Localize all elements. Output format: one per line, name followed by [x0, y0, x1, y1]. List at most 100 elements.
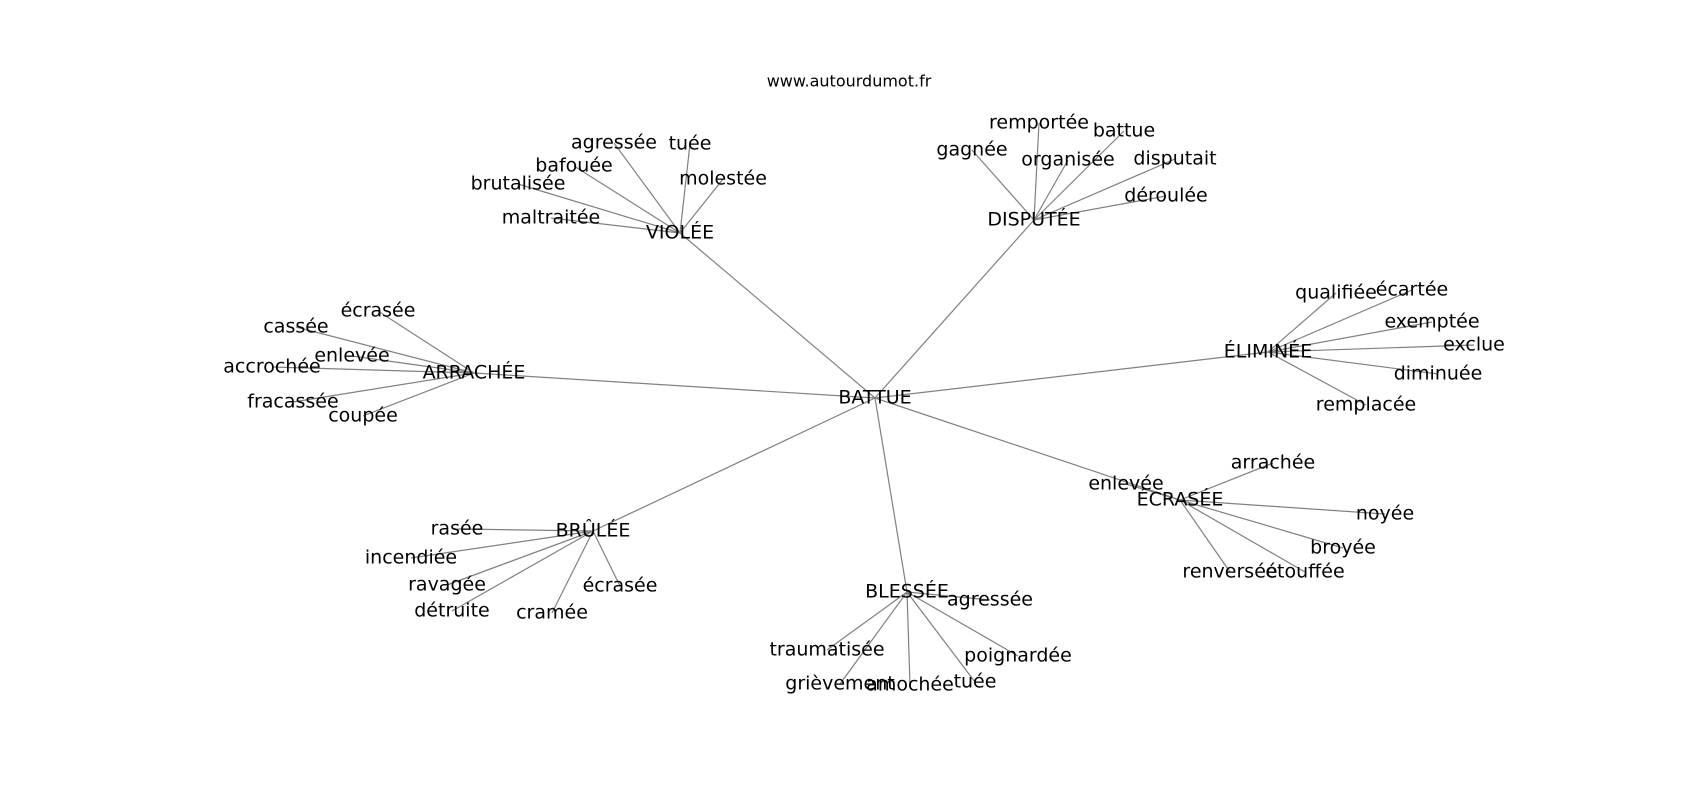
neighbor-node[interactable]: cassée	[263, 316, 328, 338]
neighbor-node[interactable]: grièvement	[785, 673, 894, 695]
neighbor-node[interactable]: agressée	[571, 132, 657, 154]
source-label: www.autourdumot.fr	[767, 72, 932, 91]
edge-hub-to-neighbor	[1267, 351, 1367, 406]
edge-hub-to-neighbor	[1267, 292, 1337, 353]
neighbor-node[interactable]: molestée	[679, 168, 767, 190]
edge-hub-to-neighbor	[1179, 499, 1231, 573]
hub-node[interactable]: DISPUTÉE	[987, 208, 1080, 231]
neighbor-node[interactable]: disputait	[1133, 148, 1216, 170]
edge-hub-to-neighbor	[292, 372, 475, 403]
edge-hub-to-neighbor	[1179, 499, 1306, 573]
neighbor-node[interactable]: étouffée	[1265, 561, 1344, 583]
neighbor-node[interactable]: qualifiée	[1295, 282, 1377, 304]
edge-hub-to-neighbor	[410, 530, 594, 559]
neighbor-node[interactable]: écartée	[1376, 279, 1448, 301]
edge-hub-to-neighbor	[551, 530, 594, 614]
neighbor-node[interactable]: ravagée	[408, 574, 486, 596]
edge-hub-to-neighbor	[906, 591, 1019, 657]
neighbor-node[interactable]: brutalisée	[471, 173, 566, 195]
graph-labels: BATTUE VIOLÉE agressée tuée bafouée molestée b…	[223, 112, 1505, 696]
edge-hub-to-neighbor	[1267, 289, 1413, 353]
neighbor-node[interactable]: broyée	[1310, 537, 1376, 559]
edge-hub-to-neighbor	[573, 165, 681, 234]
neighbor-node[interactable]: écrasée	[583, 575, 658, 597]
edge-hub-to-neighbor	[906, 591, 911, 686]
center-node[interactable]: BATTUE	[838, 387, 911, 409]
hub-node[interactable]: BLESSÉE	[865, 580, 949, 603]
edge-hub-to-neighbor	[1033, 158, 1176, 221]
neighbor-node[interactable]: remportée	[989, 112, 1089, 134]
edge-hub-to-neighbor	[971, 149, 1035, 221]
edge-hub-to-neighbor	[613, 142, 681, 234]
neighbor-node[interactable]: poignardée	[964, 645, 1072, 667]
neighbor-node[interactable]: noyée	[1356, 503, 1414, 525]
edge-hub-to-neighbor	[295, 326, 475, 374]
edge-hub-to-neighbor	[1033, 122, 1040, 221]
edge-hub-to-neighbor	[1033, 195, 1167, 221]
neighbor-node[interactable]: écrasée	[341, 300, 416, 322]
edge-center-to-hub	[874, 351, 1269, 399]
edge-center-to-hub	[874, 219, 1035, 399]
neighbor-node[interactable]: renversée	[1182, 561, 1277, 583]
edge-hub-to-neighbor	[1033, 130, 1125, 221]
edge-hub-to-neighbor	[1267, 321, 1433, 353]
neighbor-node[interactable]: agressée	[947, 589, 1033, 611]
hub-node[interactable]: ÉLIMINÉE	[1224, 340, 1312, 363]
neighbor-node[interactable]: déroulée	[1124, 185, 1207, 207]
edge-hub-to-neighbor	[1033, 159, 1069, 221]
neighbor-node[interactable]: accrochée	[223, 356, 320, 378]
edge-hub-to-neighbor	[456, 528, 594, 532]
edge-hub-to-neighbor	[1267, 351, 1439, 375]
neighbor-node[interactable]: organisée	[1021, 149, 1114, 171]
neighbor-node[interactable]: arrachée	[1231, 452, 1315, 474]
neighbor-node[interactable]: traumatisée	[769, 639, 884, 661]
edge-hub-to-neighbor	[517, 183, 681, 234]
neighbor-node[interactable]: exclue	[1443, 334, 1505, 356]
neighbor-node[interactable]: remplacée	[1316, 394, 1416, 416]
hub-node[interactable]: BRÛLÉE	[556, 518, 631, 542]
neighbor-node[interactable]: enlevée	[1088, 473, 1163, 495]
edge-center-to-hub	[874, 397, 908, 593]
neighbor-node[interactable]: incendiée	[365, 547, 457, 569]
edge-hub-to-neighbor	[839, 591, 908, 685]
edge-hub-to-neighbor	[351, 355, 475, 374]
hub-node[interactable]: ÉCRASÉE	[1137, 488, 1224, 511]
neighbor-node[interactable]: battue	[1093, 120, 1155, 142]
edge-center-to-hub	[679, 232, 876, 399]
neighbor-node[interactable]: coupée	[328, 405, 398, 427]
neighbor-node[interactable]: exemptée	[1384, 311, 1479, 333]
neighbor-node[interactable]: gagnée	[936, 139, 1007, 161]
neighbor-node[interactable]: enlevée	[314, 345, 389, 367]
edge-center-to-hub	[592, 397, 876, 532]
neighbor-node[interactable]: rasée	[431, 518, 484, 540]
edge-hub-to-neighbor	[592, 530, 621, 587]
neighbor-node[interactable]: fracassée	[247, 391, 338, 413]
neighbor-node[interactable]: détruite	[414, 600, 489, 622]
edge-hub-to-neighbor	[1179, 499, 1386, 515]
edge-hub-to-neighbor	[679, 143, 691, 234]
neighbor-node[interactable]: tuée	[669, 133, 712, 155]
neighbor-node[interactable]: amochée	[866, 674, 954, 696]
edge-center-to-hub	[874, 397, 1181, 501]
edge-hub-to-neighbor	[1267, 344, 1475, 353]
edge-center-to-hub	[473, 372, 876, 399]
edge-hub-to-neighbor	[679, 178, 724, 234]
edge-hub-to-neighbor	[377, 310, 475, 374]
edge-hub-to-neighbor	[1179, 462, 1274, 501]
neighbor-node[interactable]: diminuée	[1394, 363, 1483, 385]
edge-hub-to-neighbor	[271, 366, 475, 374]
hub-node[interactable]: VIOLÉE	[646, 221, 714, 244]
neighbor-node[interactable]: tuée	[954, 671, 997, 693]
edge-hub-to-neighbor	[550, 217, 681, 234]
neighbor-node[interactable]: maltraitée	[502, 207, 600, 229]
hub-node[interactable]: ARRACHÉE	[423, 361, 526, 384]
neighbor-node[interactable]: cramée	[516, 602, 588, 624]
edge-hub-to-neighbor	[906, 591, 976, 683]
neighbor-node[interactable]: bafouée	[535, 155, 612, 177]
edge-hub-to-neighbor	[826, 591, 908, 651]
edge-hub-to-neighbor	[451, 530, 594, 612]
edge-hub-to-neighbor	[1179, 499, 1344, 549]
edge-hub-to-neighbor	[446, 530, 594, 586]
edge-hub-to-neighbor	[362, 372, 475, 417]
